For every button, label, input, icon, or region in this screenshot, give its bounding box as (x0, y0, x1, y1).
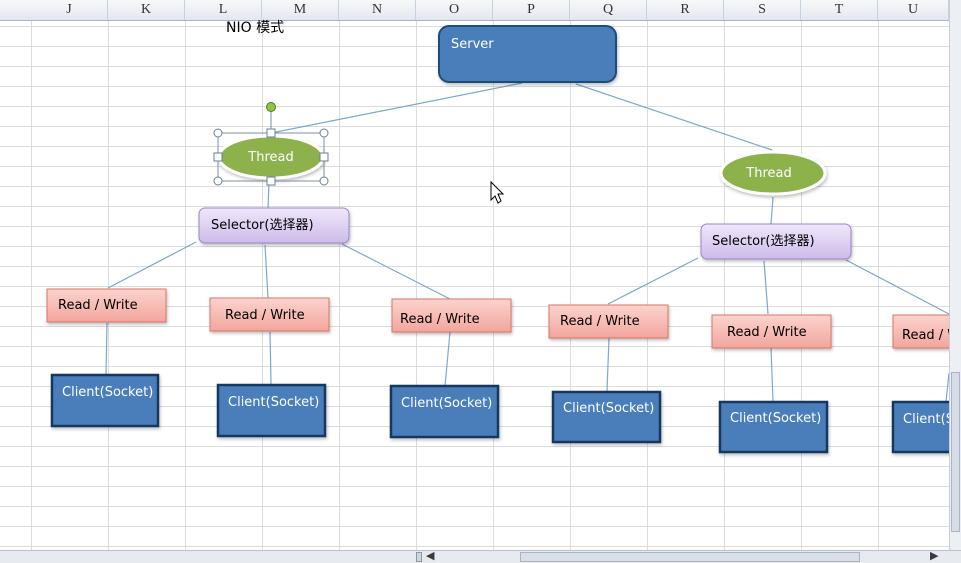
thread-label-right: Thread (745, 166, 791, 181)
client-label-4: Client(Socket) (563, 401, 654, 416)
vertical-scrollbar[interactable] (949, 0, 961, 550)
read-write-node-3[interactable]: Read / Write (391, 298, 512, 333)
scroll-right-arrow-icon[interactable]: ▶ (930, 550, 939, 562)
rotation-handle[interactable] (266, 102, 276, 112)
column-header-t[interactable]: T (801, 0, 878, 20)
connector-lines (105, 82, 949, 403)
resize-handle-s[interactable] (266, 176, 276, 186)
client-label-5: Client(Socket) (730, 411, 821, 426)
column-header-bar: J K L M N O P Q R S T U (0, 0, 949, 21)
resize-handle-sw[interactable] (213, 176, 223, 186)
connector-rw-client-3 (444, 331, 451, 387)
vertical-scroll-thumb[interactable] (951, 372, 960, 532)
resize-handle-se[interactable] (319, 176, 329, 186)
read-write-node-1[interactable]: Read / Write (46, 288, 167, 323)
nio-diagram: NIO 模式 Server Thread Thread (46, 20, 949, 454)
client-label-2: Client(Socket) (228, 395, 319, 410)
client-label-6: Client(Socket) (903, 412, 949, 427)
column-header-m[interactable]: M (262, 0, 339, 20)
connector-rw-client-6 (945, 372, 949, 403)
resize-handle-e[interactable] (319, 152, 329, 162)
read-write-node-5[interactable]: Read / Write (711, 314, 832, 349)
client-node-5[interactable]: Client(Socket) (718, 400, 829, 454)
horizontal-scrollbar[interactable]: ◀ ▶ (0, 550, 961, 563)
selection-handles[interactable] (213, 102, 329, 186)
column-header-q[interactable]: Q (570, 0, 647, 20)
connector-thread-selector-right (770, 196, 774, 225)
scroll-left-arrow-icon[interactable]: ◀ (426, 550, 435, 562)
mouse-cursor-icon (490, 180, 505, 204)
client-node-2[interactable]: Client(Socket) (216, 383, 327, 438)
connector-selector-rw-6 (845, 259, 949, 315)
connector-server-thread-left (270, 82, 523, 134)
column-header-o[interactable]: O (416, 0, 493, 20)
spreadsheet-grid[interactable]: J K L M N O P Q R S T U (0, 0, 949, 550)
read-write-node-4[interactable]: Read / Write (548, 304, 669, 339)
connector-selector-rw-5 (763, 260, 769, 315)
server-label: Server (451, 37, 494, 52)
read-write-node-2[interactable]: Read / Write (209, 297, 330, 332)
client-node-1[interactable]: Client(Socket) (50, 373, 160, 428)
column-header-l[interactable]: L (185, 0, 262, 20)
selector-label-left: Selector(选择器) (211, 218, 314, 233)
thread-node-left[interactable]: Thread (217, 134, 325, 180)
column-header-j[interactable]: J (31, 0, 108, 20)
connector-rw-client-1 (105, 322, 108, 376)
selector-node-left[interactable]: Selector(选择器) (198, 207, 350, 244)
thread-node-right[interactable]: Thread (719, 150, 827, 196)
read-write-label-1: Read / Write (58, 298, 138, 313)
horizontal-scroll-thumb[interactable] (520, 552, 860, 562)
client-node-6[interactable]: Client(Socket) (891, 400, 949, 454)
thread-label-left: Thread (247, 150, 293, 165)
connector-selector-rw-4 (607, 257, 699, 305)
column-header-s[interactable]: S (724, 0, 801, 20)
resize-handle-n[interactable] (266, 128, 276, 138)
resize-handle-ne[interactable] (319, 128, 329, 138)
server-node[interactable]: Server (438, 25, 617, 83)
selector-node-right[interactable]: Selector(选择器) (700, 223, 852, 260)
connector-selector-rw-2 (264, 244, 269, 299)
read-write-node-6[interactable]: Read / Write (892, 314, 949, 349)
client-label-3: Client(Socket) (401, 396, 492, 411)
diagram-title: NIO 模式 (226, 20, 284, 36)
column-header-r[interactable]: R (647, 0, 724, 20)
read-write-label-6: Read / Write (902, 328, 949, 343)
read-write-label-5: Read / Write (727, 325, 807, 340)
read-write-label-3: Read / Write (400, 312, 480, 327)
column-header-n[interactable]: N (339, 0, 416, 20)
connector-rw-client-5 (770, 347, 774, 402)
column-header-p[interactable]: P (493, 0, 570, 20)
tab-split-handle[interactable] (416, 552, 422, 562)
column-header-k[interactable]: K (108, 0, 185, 20)
client-node-4[interactable]: Client(Socket) (551, 390, 662, 444)
connector-rw-client-4 (606, 337, 610, 392)
resize-handle-nw[interactable] (213, 128, 223, 138)
connector-rw-client-2 (269, 331, 272, 385)
resize-handle-w[interactable] (213, 152, 223, 162)
read-write-label-2: Read / Write (225, 308, 305, 323)
connector-selector-rw-3 (341, 243, 451, 300)
connector-selector-rw-1 (107, 241, 197, 289)
read-write-label-4: Read / Write (560, 314, 640, 329)
column-header-u[interactable]: U (878, 0, 949, 20)
client-label-1: Client(Socket) (62, 385, 153, 400)
client-node-3[interactable]: Client(Socket) (389, 384, 500, 439)
connector-server-thread-right (575, 83, 773, 151)
selector-label-right: Selector(选择器) (712, 234, 815, 249)
